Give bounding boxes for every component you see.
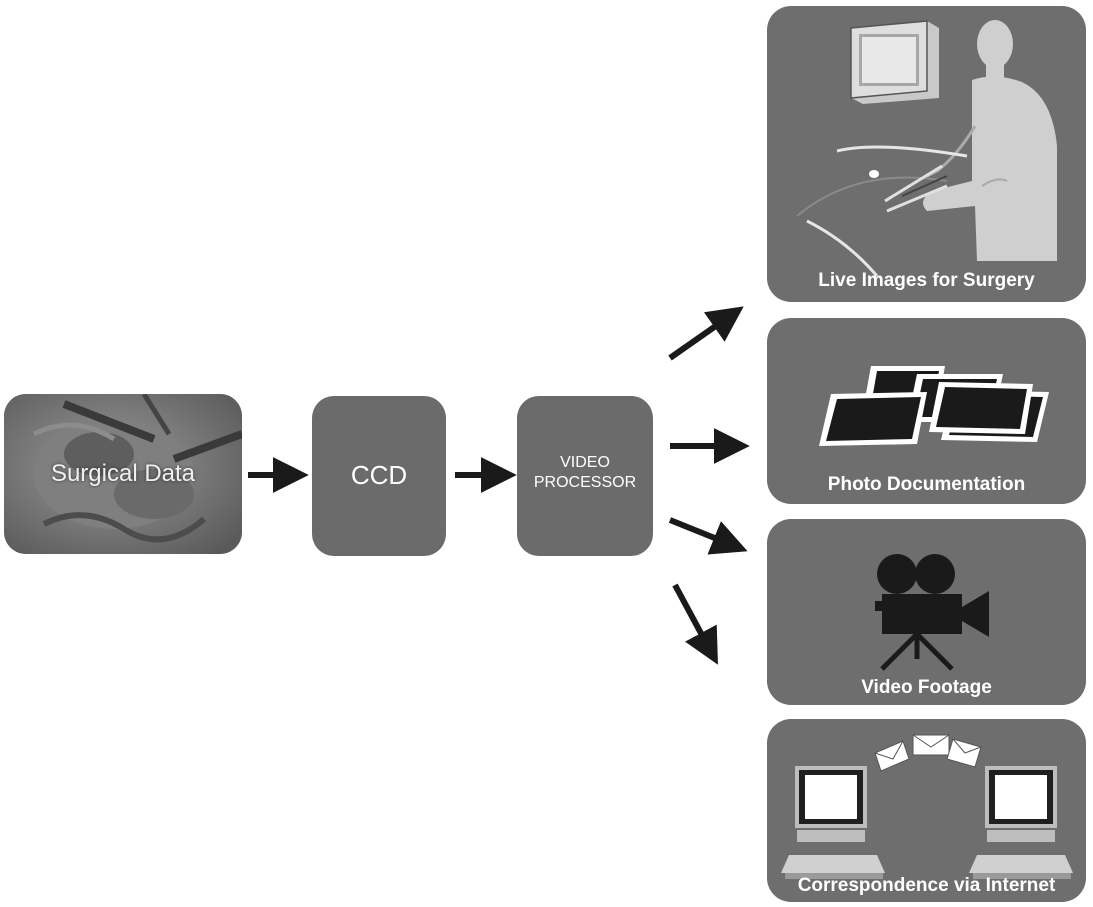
live-images-panel: Live Images for Surgery	[767, 6, 1086, 302]
surgical-data-label: Surgical Data	[50, 460, 196, 487]
computers-email-illustration	[781, 734, 1073, 879]
arrow-to-live-images	[668, 306, 744, 361]
envelope-icon	[874, 740, 910, 772]
ccd-label: CCD	[350, 460, 408, 490]
envelope-icon	[946, 738, 982, 768]
surgeon-with-monitor-illustration	[796, 20, 1057, 277]
arrow-to-correspondence	[672, 583, 718, 665]
photo-icon	[819, 392, 927, 446]
video-processor-label-line1: VIDEO	[560, 454, 610, 471]
arrow-to-video-footage	[668, 517, 748, 555]
surgeon-figure	[923, 20, 1057, 261]
monitor-icon	[850, 20, 939, 104]
video-footage-label: Video Footage	[861, 677, 992, 698]
ccd-box: CCD	[312, 396, 446, 556]
correspondence-label: Correspondence via Internet	[797, 875, 1056, 896]
surgical-data-box: Surgical Data	[4, 394, 242, 554]
video-processor-box: VIDEO PROCESSOR	[517, 396, 653, 556]
video-processor-label-line2: PROCESSOR	[533, 474, 637, 491]
computer-icon	[781, 766, 885, 879]
envelope-icon	[912, 734, 950, 756]
computer-icon	[969, 766, 1073, 879]
live-images-label: Live Images for Surgery	[818, 270, 1035, 291]
movie-camera-icon	[875, 554, 989, 671]
photo-icon	[929, 382, 1033, 434]
photo-documentation-label: Photo Documentation	[827, 474, 1026, 495]
photo-stack-illustration	[819, 366, 1049, 446]
surgical-scene-illustration	[4, 394, 242, 554]
video-footage-panel: Video Footage	[767, 519, 1086, 705]
correspondence-panel: Correspondence via Internet	[767, 719, 1086, 902]
photo-documentation-panel: Photo Documentation	[767, 318, 1086, 504]
